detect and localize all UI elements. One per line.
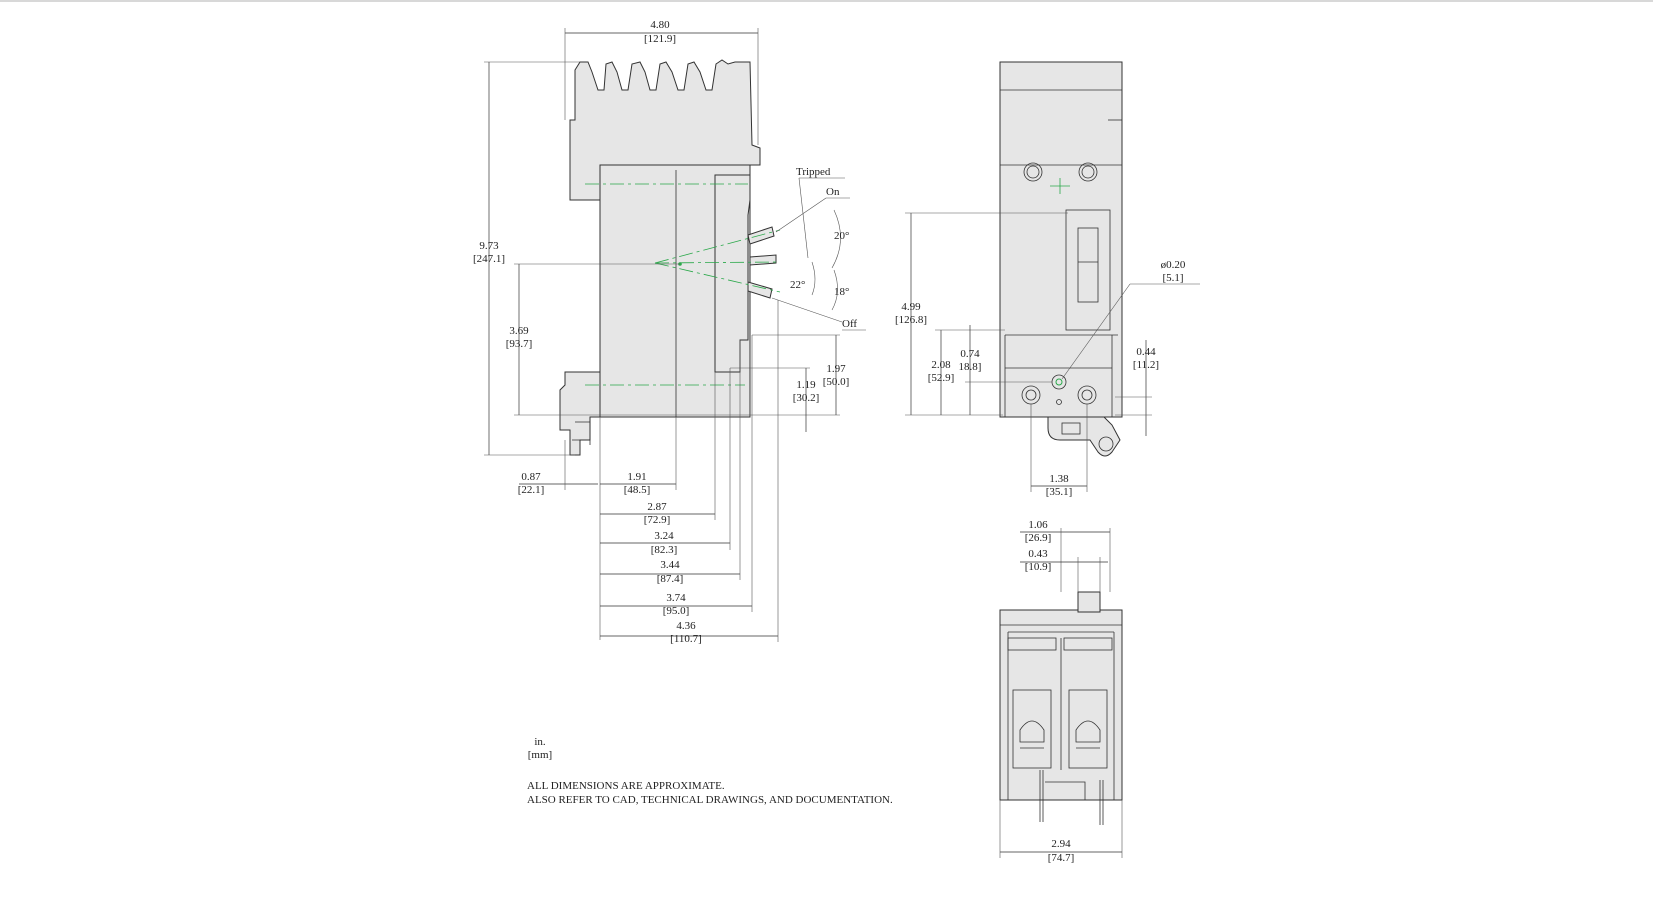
label-on: On — [826, 186, 840, 198]
dim-hole-in: ø0.20 — [1161, 259, 1186, 271]
dim-480-mm: [121.9] — [644, 33, 676, 45]
angle-18: 18° — [834, 286, 849, 298]
angle-20: 20° — [834, 230, 849, 242]
dim-197-in: 1.97 — [826, 363, 846, 375]
front-mounting-clip — [1047, 416, 1121, 457]
legend-notes: in. [mm] ALL DIMENSIONS ARE APPROXIMATE.… — [527, 736, 893, 806]
dim-106-in: 1.06 — [1028, 519, 1048, 531]
top-border — [0, 0, 1653, 2]
dim-087-mm: [22.1] — [518, 484, 545, 496]
dim-324-mm: [82.3] — [651, 544, 678, 556]
dim-973-mm: [247.1] — [473, 253, 505, 265]
units-legend-in: in. — [534, 736, 546, 748]
dim-287-mm: [72.9] — [644, 514, 671, 526]
dim-208-in: 2.08 — [931, 359, 951, 371]
front-dimensions: 4.99 [126.8] 2.08 [52.9] 0.74 18.8] ø0.2… — [895, 212, 1200, 498]
front-handle — [1077, 227, 1099, 303]
dim-hole-mm: [5.1] — [1162, 272, 1183, 284]
bottom-view — [999, 591, 1123, 825]
dim-208-mm: [52.9] — [928, 372, 955, 384]
dim-324-in: 3.24 — [654, 530, 674, 542]
dim-138-mm: [35.1] — [1046, 486, 1073, 498]
dim-374-in: 3.74 — [666, 592, 686, 604]
dim-119-in: 1.19 — [796, 379, 816, 391]
dim-087-in: 0.87 — [521, 471, 541, 483]
dim-138-in: 1.38 — [1049, 473, 1069, 485]
front-view — [999, 61, 1123, 457]
units-legend-mm: [mm] — [528, 749, 552, 761]
bottom-dimensions: 1.06 [26.9] 0.43 [10.9] 2.94 [74.7] — [999, 519, 1123, 864]
angle-22: 22° — [790, 279, 805, 291]
dim-074-in: 0.74 — [960, 348, 980, 360]
dim-119-mm: [30.2] — [793, 392, 820, 404]
dim-374-mm: [95.0] — [663, 605, 690, 617]
line-screw-left — [1023, 162, 1043, 182]
dim-369-mm: [93.7] — [506, 338, 533, 350]
dim-106-mm: [26.9] — [1025, 532, 1052, 544]
dim-191-in: 1.91 — [627, 471, 646, 483]
dim-287-in: 2.87 — [647, 501, 667, 513]
dim-344-mm: [87.4] — [657, 573, 684, 585]
dim-043-in: 0.43 — [1028, 548, 1048, 560]
dim-294-in: 2.94 — [1051, 838, 1071, 850]
side-mounting-bracket — [559, 371, 601, 456]
label-off: Off — [842, 318, 857, 330]
dim-436-in: 4.36 — [676, 620, 696, 632]
dim-294-mm: [74.7] — [1048, 852, 1075, 864]
front-body — [999, 61, 1123, 418]
dim-043-mm: [10.9] — [1025, 561, 1052, 573]
side-handle-housing — [714, 174, 751, 373]
dim-499-in: 4.99 — [901, 301, 921, 313]
side-dimensions: 4.80 [121.9] 9.73 [247.1] 3.69 [93.7] 1.… — [473, 19, 866, 645]
dim-436-mm: [110.7] — [670, 633, 702, 645]
dim-044-mm: [11.2] — [1133, 359, 1159, 371]
dim-369-in: 3.69 — [509, 325, 529, 337]
dim-344-in: 3.44 — [660, 559, 680, 571]
handle-off — [747, 281, 773, 299]
bottom-handle — [1077, 591, 1101, 613]
dim-197-mm: [50.0] — [823, 376, 850, 388]
note-line-2: ALSO REFER TO CAD, TECHNICAL DRAWINGS, A… — [527, 794, 893, 806]
bottom-lug-left — [1012, 689, 1052, 769]
note-line-1: ALL DIMENSIONS ARE APPROXIMATE. — [527, 780, 725, 792]
bottom-lug-right — [1068, 689, 1108, 769]
label-tripped: Tripped — [796, 166, 831, 178]
dim-074-mm: 18.8] — [959, 361, 982, 373]
dim-044-in: 0.44 — [1136, 346, 1156, 358]
handle-tripped — [747, 226, 775, 245]
dim-973-in: 9.73 — [479, 240, 499, 252]
line-screw-right — [1078, 162, 1098, 182]
dim-499-mm: [126.8] — [895, 314, 927, 326]
front-handle-window — [1065, 209, 1111, 331]
dim-480-in: 4.80 — [650, 19, 670, 31]
side-view — [559, 59, 781, 456]
dim-191-mm: [48.5] — [624, 484, 651, 496]
handle-on — [749, 254, 777, 266]
